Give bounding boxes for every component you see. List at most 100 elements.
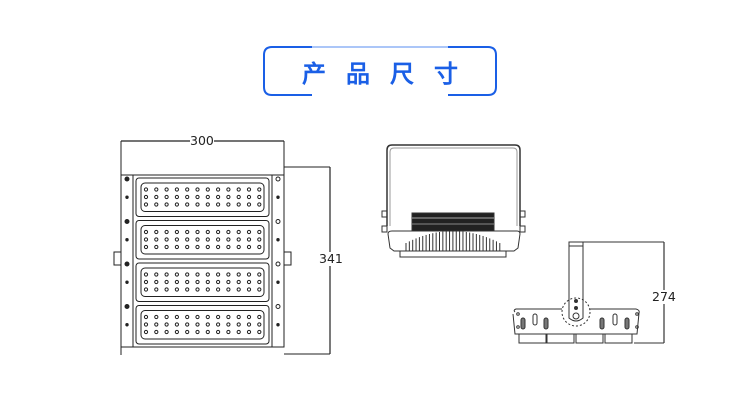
led <box>205 194 210 200</box>
led-module <box>124 261 281 302</box>
led <box>236 237 241 242</box>
led <box>143 187 149 192</box>
screw-hole <box>125 238 129 242</box>
module-outline <box>135 220 270 260</box>
led <box>174 187 179 192</box>
fixture-frame <box>120 174 285 348</box>
led <box>236 287 241 292</box>
led <box>226 329 231 335</box>
screw-hole <box>276 280 280 284</box>
adjustment-slot <box>520 317 526 330</box>
led <box>185 272 190 277</box>
led <box>143 244 149 250</box>
led <box>246 272 252 277</box>
arm <box>568 241 584 322</box>
led <box>257 194 262 200</box>
led <box>195 229 200 235</box>
led <box>185 237 190 242</box>
led <box>236 229 241 235</box>
pivot-hole <box>574 299 578 303</box>
led <box>236 272 241 277</box>
led <box>154 187 159 192</box>
led <box>185 244 190 250</box>
led <box>143 279 149 285</box>
led <box>164 314 169 320</box>
led <box>164 202 169 207</box>
led <box>236 329 241 335</box>
led <box>205 279 210 285</box>
screw-hole <box>124 176 130 182</box>
screw-hole <box>275 176 281 182</box>
led <box>195 287 200 292</box>
adjustment-slot <box>532 313 538 326</box>
led <box>216 314 221 320</box>
screw-hole <box>276 195 280 199</box>
top-view-drawing <box>381 144 526 258</box>
led <box>143 229 149 235</box>
driver-housing <box>411 212 495 232</box>
led <box>205 202 210 207</box>
led <box>216 322 221 327</box>
led <box>226 229 231 235</box>
led <box>257 279 262 285</box>
module-lens <box>140 182 265 212</box>
led <box>185 279 190 285</box>
led <box>143 314 149 320</box>
led <box>246 244 252 250</box>
led <box>195 237 200 242</box>
led <box>164 187 169 192</box>
led <box>195 329 200 335</box>
pivot-circle <box>561 297 591 327</box>
led <box>257 237 262 242</box>
screw-hole <box>124 219 130 224</box>
led <box>226 272 231 277</box>
led <box>236 244 241 250</box>
led <box>246 287 252 292</box>
led <box>216 272 221 277</box>
led <box>246 322 252 327</box>
led <box>195 202 200 207</box>
led <box>216 202 221 207</box>
led <box>236 202 241 207</box>
width-dimension-label: 300 <box>190 133 214 148</box>
led <box>226 244 231 250</box>
led <box>226 279 231 285</box>
led <box>205 237 210 242</box>
led <box>257 329 262 335</box>
led <box>185 187 190 192</box>
led <box>164 279 169 285</box>
led <box>164 194 169 200</box>
led <box>205 187 210 192</box>
section-title: 产品尺寸 <box>302 59 478 88</box>
led <box>216 244 221 250</box>
led <box>236 322 241 327</box>
led <box>174 329 179 335</box>
led <box>185 229 190 235</box>
led <box>174 237 179 242</box>
led <box>246 314 252 320</box>
height-dimension-label: 341 <box>319 251 343 266</box>
led <box>174 314 179 320</box>
led <box>174 244 179 250</box>
led <box>143 202 149 207</box>
mount-hole <box>516 325 520 329</box>
heatsink-base <box>399 250 507 258</box>
screw-hole <box>125 323 129 327</box>
screw-hole <box>275 261 281 267</box>
led <box>257 287 262 292</box>
led <box>185 322 190 327</box>
led <box>236 279 241 285</box>
led <box>185 314 190 320</box>
led <box>205 244 210 250</box>
led <box>174 229 179 235</box>
led <box>143 194 149 200</box>
module-edge <box>575 333 604 344</box>
led <box>246 229 252 235</box>
bracket-tab <box>381 210 388 218</box>
led <box>195 322 200 327</box>
led <box>195 244 200 250</box>
led <box>257 272 262 277</box>
module-lens <box>140 267 265 297</box>
led <box>257 202 262 207</box>
led-module <box>124 304 281 345</box>
